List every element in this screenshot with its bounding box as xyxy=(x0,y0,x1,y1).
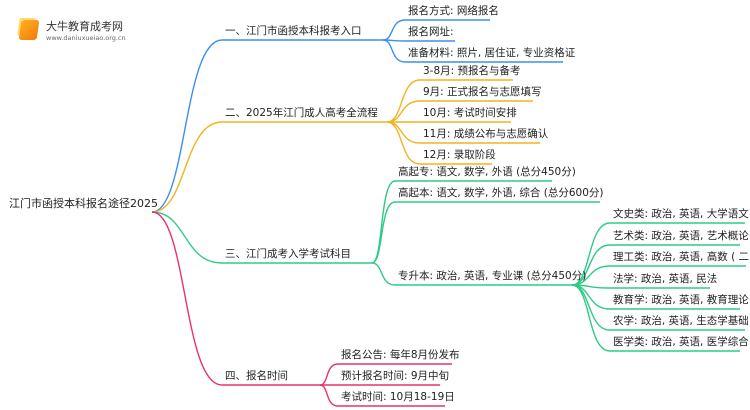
grandchild-connector xyxy=(571,244,740,286)
grandchild-connector xyxy=(571,284,740,352)
subject-node[interactable]: 教育学: 政治, 英语, 教育理论 xyxy=(613,294,749,306)
subject-node[interactable]: 文史类: 政治, 英语, 大学语文 xyxy=(613,208,749,220)
leaf-node[interactable]: 9月: 正式报名与志愿填写 xyxy=(423,86,542,98)
leaf-node[interactable]: 考试时间: 10月18-19日 xyxy=(341,391,455,403)
branch-connector xyxy=(151,121,387,213)
grandchild-connector xyxy=(571,222,745,286)
leaf-node[interactable]: 12月: 录取阶段 xyxy=(423,149,496,161)
child-connector xyxy=(319,384,445,407)
book-icon xyxy=(18,20,40,40)
child-connector xyxy=(382,19,490,41)
subject-node[interactable]: 农学: 政治, 英语, 生态学基础 xyxy=(613,315,749,327)
branch-node[interactable]: 三、江门成考入学考试科目 xyxy=(225,248,351,260)
leaf-node[interactable]: 报名方式: 网络报名 xyxy=(408,5,499,17)
branch-node[interactable]: 二、2025年江门成人高考全流程 xyxy=(225,107,378,119)
leaf-node[interactable]: 高起本: 语文, 数学, 外语, 综合 (总分600分) xyxy=(398,187,604,199)
child-connector xyxy=(371,262,572,286)
child-connector xyxy=(319,363,452,386)
logo-url: www.daniuxueiao.org.cn xyxy=(46,34,126,42)
leaf-node[interactable]: 报名公告: 每年8月份发布 xyxy=(341,349,460,361)
branch-connector xyxy=(151,211,320,386)
leaf-node[interactable]: 11月: 成绩公布与志愿确认 xyxy=(423,128,549,140)
leaf-node[interactable]: 专升本: 政治, 英语, 专业课 (总分450分) xyxy=(398,270,587,282)
child-connector xyxy=(386,100,533,123)
leaf-node[interactable]: 报名网址: xyxy=(408,26,454,38)
subject-node[interactable]: 艺术类: 政治, 英语, 艺术概论 xyxy=(613,230,749,242)
subject-node[interactable]: 理工类: 政治, 英语, 高数 ( 二 ) xyxy=(613,251,750,263)
subject-node[interactable]: 医学类: 政治, 英语, 医学综合 xyxy=(613,336,749,348)
branch-node[interactable]: 一、江门市函授本科报考入口 xyxy=(225,25,362,37)
subject-node[interactable]: 法学: 政治, 英语, 民法 xyxy=(613,273,718,285)
root-node[interactable]: 江门市函授本科报名途径2025 xyxy=(9,197,158,210)
leaf-node[interactable]: 预计报名时间: 9月中旬 xyxy=(341,370,450,382)
leaf-node[interactable]: 高起专: 语文, 数学, 外语 (总分450分) xyxy=(398,166,576,178)
child-connector xyxy=(371,201,600,264)
logo-name: 大牛教育成考网 xyxy=(46,20,123,33)
branch-node[interactable]: 四、报名时间 xyxy=(225,370,288,382)
leaf-node[interactable]: 3-8月: 预报名与备考 xyxy=(423,65,521,77)
child-connector xyxy=(382,39,563,63)
child-connector xyxy=(382,39,455,42)
logo: 大牛教育成考网 www.daniuxueiao.org.cn xyxy=(18,18,126,42)
branch-connector xyxy=(151,39,383,213)
grandchild-connector xyxy=(571,265,746,286)
branch-connector xyxy=(151,211,372,264)
leaf-node[interactable]: 10月: 考试时间安排 xyxy=(423,107,517,119)
leaf-node[interactable]: 准备材料: 照片, 居住证, 专业资格证 xyxy=(408,47,576,59)
child-connector xyxy=(386,121,492,165)
